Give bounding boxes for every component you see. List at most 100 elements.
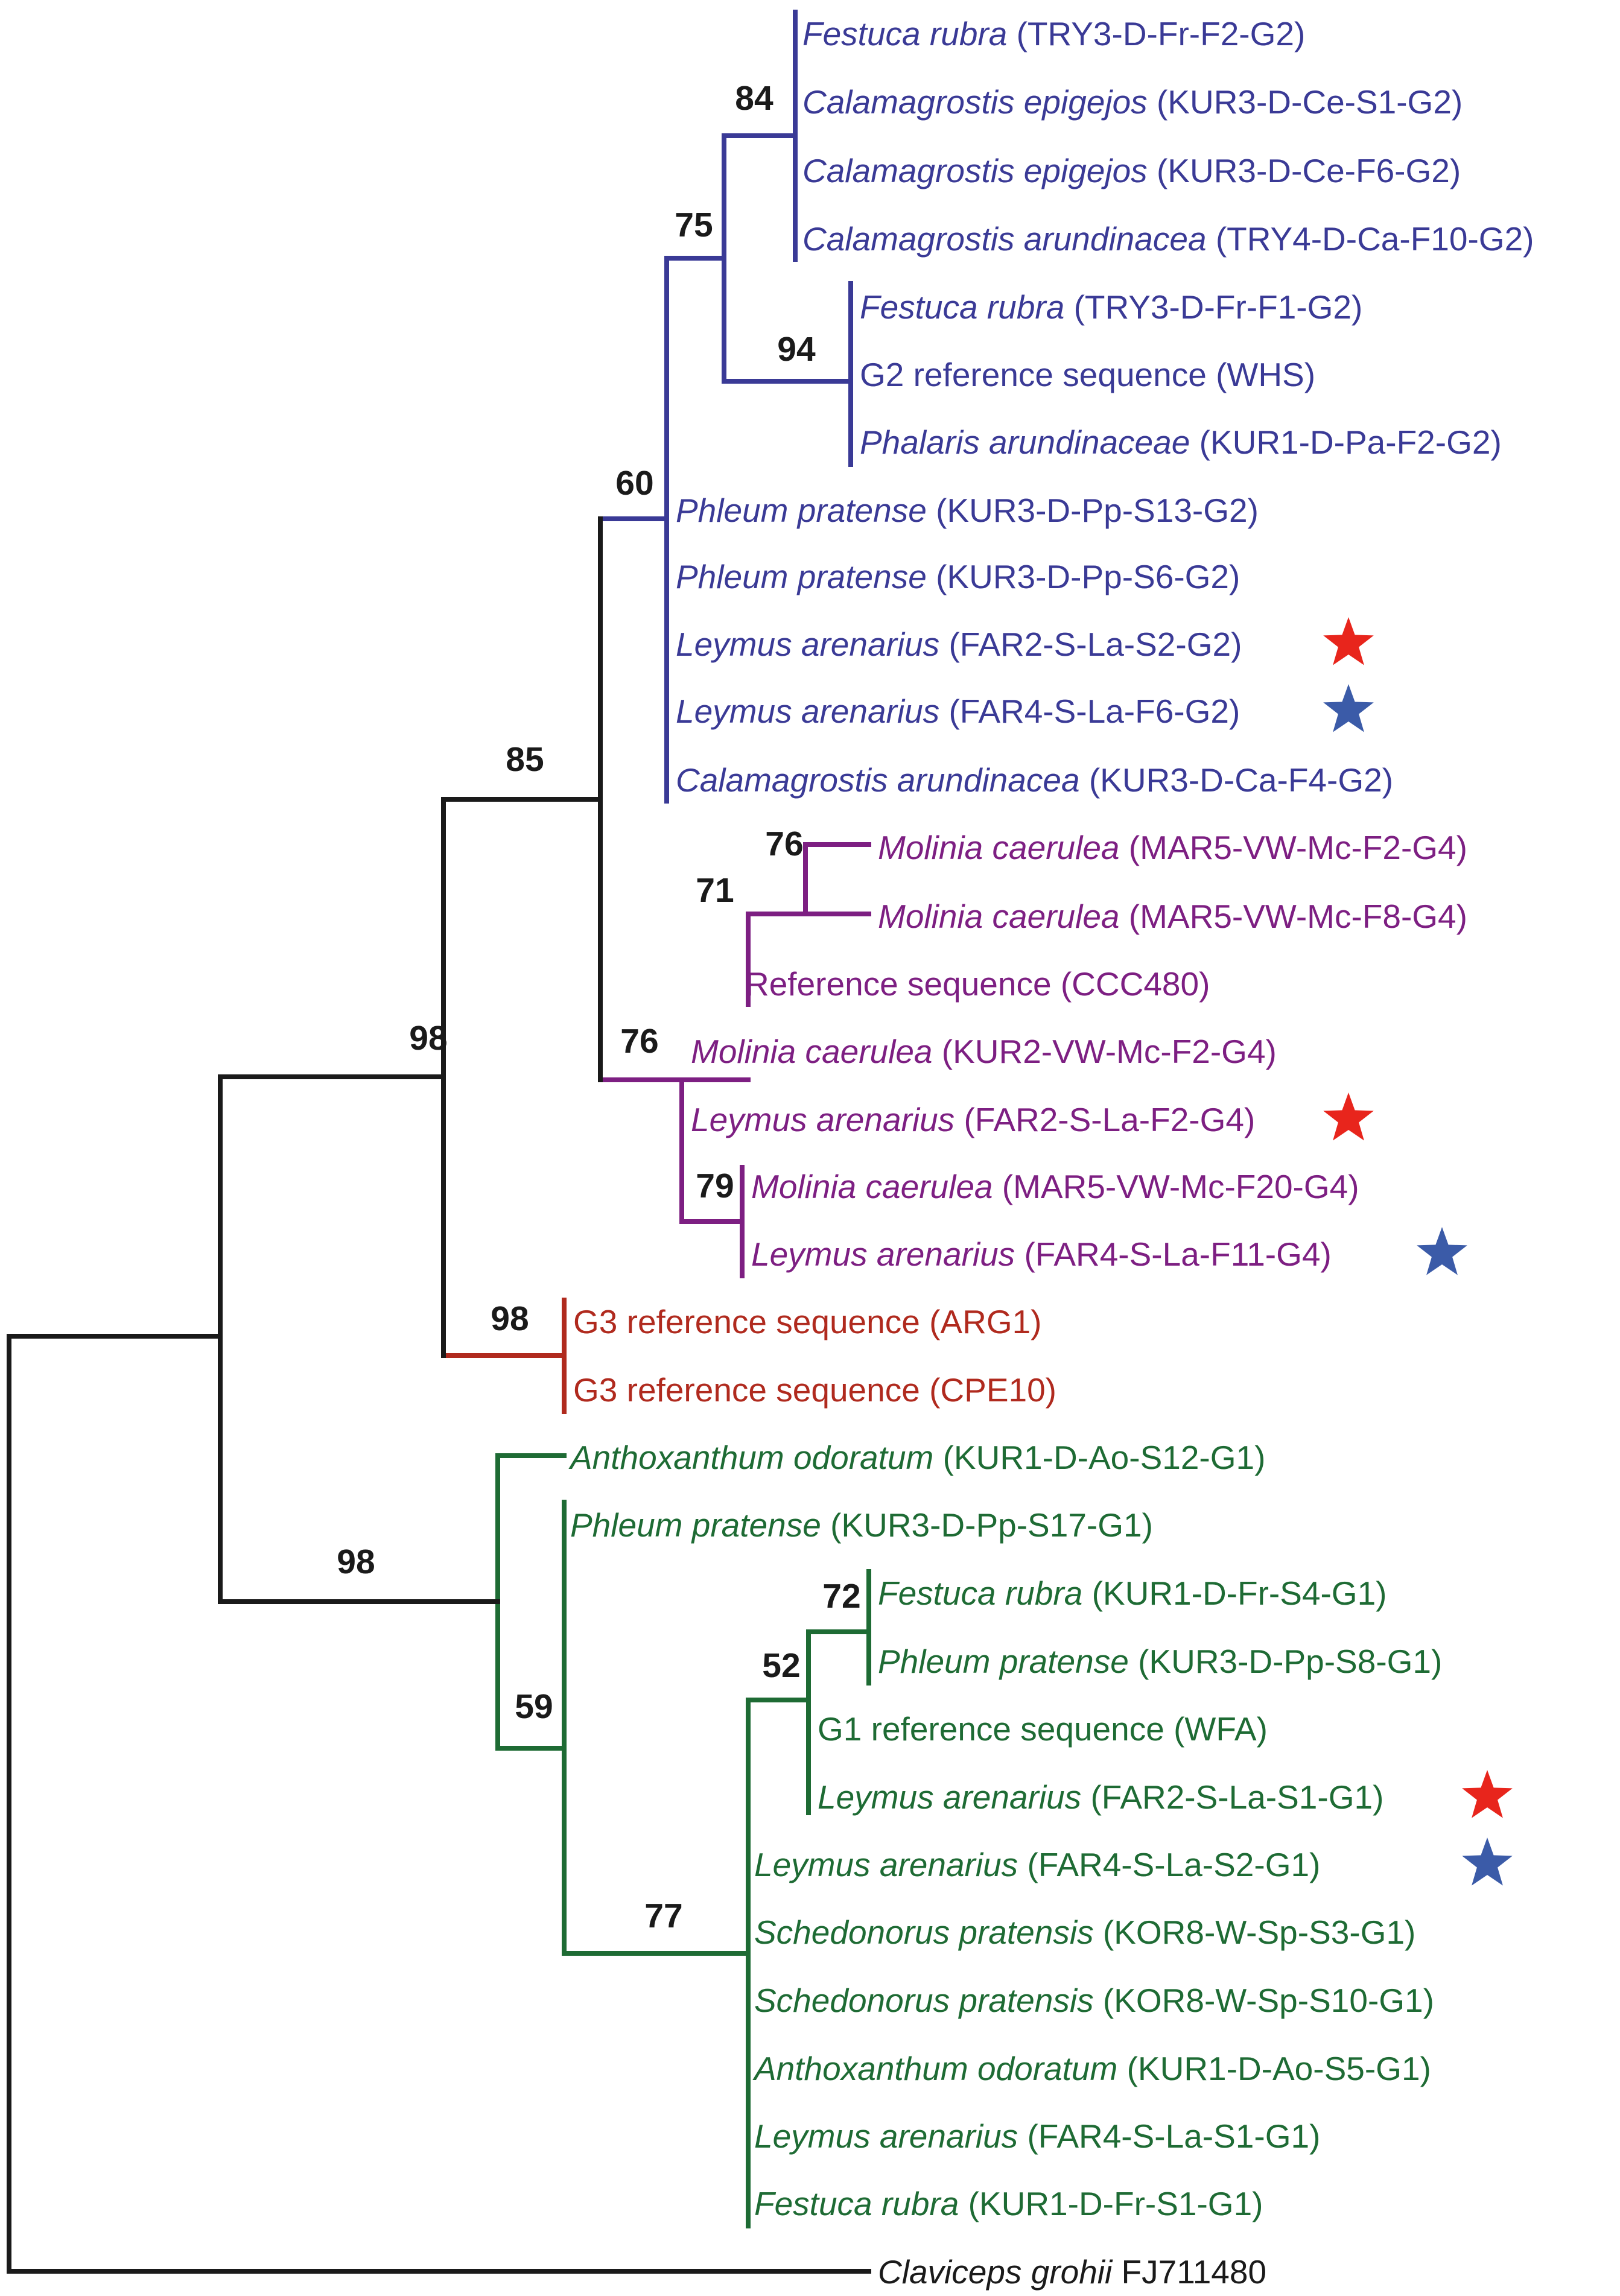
leaf-label: Leymus arenarius (FAR4-S-La-F11-G4) [751,1235,1332,1273]
leaf-label: Leymus arenarius (FAR4-S-La-F6-G2) [676,693,1240,730]
leaf-code: G1 reference sequence (WFA) [818,1710,1268,1748]
leaf-code: (KOR8-W-Sp-S10-G1) [1103,1982,1434,2019]
leaf-code: (FAR4-S-La-S1-G1) [1027,2117,1320,2155]
bootstrap-value: 98 [337,1543,375,1581]
leaf-species: Anthoxanthum odoratum [752,2050,1117,2087]
leaf-label: G2 reference sequence (WHS) [860,356,1315,393]
star-icon [1462,1838,1513,1886]
leaf-species: Phleum pratense [878,1643,1129,1680]
leaf-species: Leymus arenarius [754,1846,1018,1883]
bootstrap-value: 52 [762,1646,800,1685]
leaf-label: Calamagrostis arundinacea (TRY4-D-Ca-F10… [802,220,1534,258]
leaf-code: FJ711480 [1122,2253,1267,2291]
leaf-label: G3 reference sequence (ARG1) [573,1303,1042,1340]
leaf-label: Leymus arenarius (FAR2-S-La-S1-G1) [818,1778,1383,1816]
leaf-species: Leymus arenarius [818,1778,1081,1816]
leaf-label: Phleum pratense (KUR3-D-Pp-S17-G1) [570,1506,1153,1544]
leaf-label: Molinia caerulea (MAR5-VW-Mc-F2-G4) [878,829,1467,866]
leaf-species: Calamagrostis arundinacea [802,220,1207,258]
leaf-species: Claviceps grohii [878,2253,1113,2291]
leaf-label: Claviceps grohii FJ711480 [878,2253,1266,2291]
leaf-label: Molinia caerulea (KUR2-VW-Mc-F2-G4) [691,1033,1277,1070]
star-icon [1323,617,1374,665]
leaf-species: Phalaris arundinaceae [860,423,1190,461]
leaf-label: Anthoxanthum odoratum (KUR1-D-Ao-S5-G1) [752,2050,1431,2087]
leaf-code: (KUR2-VW-Mc-F2-G4) [942,1033,1277,1070]
leaf-code: G2 reference sequence (WHS) [860,356,1315,393]
bootstrap-value: 76 [620,1022,658,1061]
leaf-species: Festuca rubra [754,2185,959,2222]
leaf-code: (KUR3-D-Ce-F6-G2) [1157,152,1461,189]
leaf-code: (FAR2-S-La-S1-G1) [1090,1778,1383,1816]
leaf-species: Anthoxanthum odoratum [568,1439,933,1476]
leaf-label: Phalaris arundinaceae (KUR1-D-Pa-F2-G2) [860,423,1502,461]
leaf-species: Molinia caerulea [751,1168,993,1205]
leaf-label: Leymus arenarius (FAR4-S-La-S1-G1) [754,2117,1320,2155]
leaf-code: (KUR3-D-Pp-S8-G1) [1138,1643,1442,1680]
leaf-species: Calamagrostis epigejos [802,83,1148,121]
leaf-label: Phleum pratense (KUR3-D-Pp-S8-G1) [878,1643,1442,1680]
leaf-code: (MAR5-VW-Mc-F2-G4) [1129,829,1467,866]
leaf-code: G3 reference sequence (CPE10) [573,1371,1056,1409]
leaf-label: Reference sequence (CCC480) [745,965,1210,1003]
leaf-species: Molinia caerulea [878,829,1120,866]
leaf-label: Leymus arenarius (FAR2-S-La-F2-G4) [691,1101,1255,1138]
leaf-code: (KOR8-W-Sp-S3-G1) [1103,1914,1416,1951]
leaf-code: (KUR1-D-Fr-S1-G1) [968,2185,1263,2222]
bootstrap-value: 98 [491,1299,529,1338]
leaf-species: Leymus arenarius [754,2117,1018,2155]
leaf-species: Molinia caerulea [878,898,1120,935]
leaf-code: G3 reference sequence (ARG1) [573,1303,1042,1340]
leaf-label: Molinia caerulea (MAR5-VW-Mc-F8-G4) [878,898,1467,935]
leaf-label: Festuca rubra (KUR1-D-Fr-S4-G1) [878,1575,1387,1612]
leaf-code: (FAR2-S-La-S2-G2) [948,626,1242,663]
leaf-code: (FAR4-S-La-F11-G4) [1024,1235,1331,1273]
leaf-code: (TRY3-D-Fr-F2-G2) [1017,15,1306,52]
leaf-code: (FAR4-S-La-F6-G2) [948,693,1240,730]
leaf-species: Phleum pratense [676,558,927,595]
bootstrap-value: 75 [675,206,713,244]
leaf-species: Phleum pratense [570,1506,821,1544]
leaf-species: Leymus arenarius [676,626,939,663]
leaf-species: Schedonorus pratensis [754,1914,1094,1951]
leaf-code: (FAR2-S-La-F2-G4) [964,1101,1255,1138]
star-icon [1323,684,1374,732]
bootstrap-value: 76 [765,825,803,863]
leaf-species: Schedonorus pratensis [754,1982,1094,2019]
leaf-label: Leymus arenarius (FAR4-S-La-S2-G1) [754,1846,1320,1883]
bootstrap-value: 71 [696,871,734,910]
leaf-species: Festuca rubra [860,288,1064,326]
leaf-label: Festuca rubra (KUR1-D-Fr-S1-G1) [754,2185,1263,2222]
leaf-species: Festuca rubra [878,1575,1082,1612]
bootstrap-value: 79 [696,1167,734,1205]
leaf-species: Leymus arenarius [676,693,939,730]
leaf-label: Festuca rubra (TRY3-D-Fr-F1-G2) [860,288,1362,326]
leaf-label: Leymus arenarius (FAR2-S-La-S2-G2) [676,626,1242,663]
leaf-species: Leymus arenarius [751,1235,1015,1273]
leaf-code: (KUR3-D-Pp-S17-G1) [830,1506,1153,1544]
star-icon [1462,1770,1513,1818]
leaf-code: (TRY4-D-Ca-F10-G2) [1216,220,1534,258]
bootstrap-value: 85 [506,740,544,779]
bootstrap-value: 98 [409,1019,447,1058]
leaf-species: Calamagrostis arundinacea [676,761,1080,799]
leaf-label: Molinia caerulea (MAR5-VW-Mc-F20-G4) [751,1168,1359,1205]
leaf-code: (TRY3-D-Fr-F1-G2) [1074,288,1363,326]
leaf-species: Molinia caerulea [691,1033,933,1070]
sample-markers [1323,617,1513,1886]
bootstrap-value: 60 [615,464,653,503]
leaf-species: Leymus arenarius [691,1101,955,1138]
leaf-code: (KUR1-D-Ao-S5-G1) [1127,2050,1431,2087]
bootstrap-value: 84 [735,79,773,118]
leaf-label: Calamagrostis epigejos (KUR3-D-Ce-S1-G2) [802,83,1463,121]
leaf-code: (KUR1-D-Ao-S12-G1) [943,1439,1266,1476]
leaf-code: (KUR3-D-Pp-S13-G2) [936,492,1259,529]
leaf-label: Schedonorus pratensis (KOR8-W-Sp-S3-G1) [754,1914,1415,1951]
leaf-label: G3 reference sequence (CPE10) [573,1371,1056,1409]
bootstrap-value: 77 [644,1897,682,1935]
leaf-label: G1 reference sequence (WFA) [818,1710,1268,1748]
leaf-label: Phleum pratense (KUR3-D-Pp-S6-G2) [676,558,1240,595]
leaf-label: Schedonorus pratensis (KOR8-W-Sp-S10-G1) [754,1982,1434,2019]
